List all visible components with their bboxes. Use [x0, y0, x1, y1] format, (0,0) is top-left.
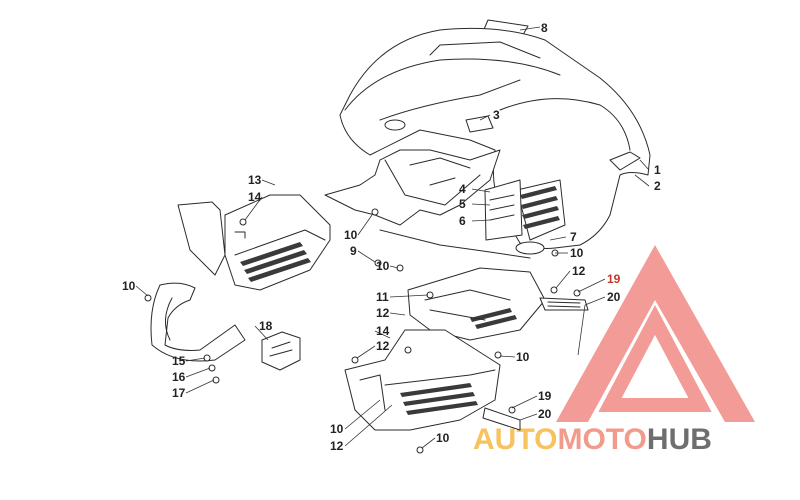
callout-10-a: 10 [570, 246, 584, 260]
callout-10-f: 10 [330, 422, 344, 436]
part-bracket [261, 331, 301, 371]
part-rear-fender [324, 27, 651, 259]
callout-20-a: 20 [607, 290, 621, 304]
callout-3: 3 [493, 108, 500, 122]
callout-19-b: 19 [538, 389, 552, 403]
callout-10-b: 10 [122, 279, 136, 293]
callout-4: 4 [459, 182, 466, 196]
part-left-footwell [177, 194, 331, 291]
callout-1: 1 [654, 163, 661, 177]
callout-2: 2 [654, 179, 661, 193]
callout-10-g: 10 [436, 431, 450, 445]
callout-5: 5 [459, 197, 466, 211]
callout-7: 7 [570, 230, 577, 244]
logo-triangle-icon [556, 245, 755, 422]
callout-11: 11 [376, 290, 389, 304]
watermark-logo: AUTOMOTOHUB [473, 245, 755, 456]
callout-14-a: 14 [248, 190, 262, 204]
part-right-footwell [407, 267, 546, 341]
part-lower-footwell [344, 329, 501, 431]
callout-18: 18 [259, 319, 273, 333]
part-footrest-lower [482, 407, 521, 431]
callout-13: 13 [248, 173, 262, 187]
callout-15: 15 [172, 354, 186, 368]
callout-16: 16 [172, 370, 186, 384]
callout-14-b: 14 [376, 324, 390, 338]
svg-text:AUTOMOTOHUB: AUTOMOTOHUB [473, 423, 712, 456]
logo-text-moto: MOTO [557, 423, 646, 456]
callout-8: 8 [541, 21, 548, 35]
part-footrest-upper [539, 297, 589, 311]
callout-10-c: 10 [344, 228, 358, 242]
callout-12-d: 12 [330, 439, 344, 453]
callout-9: 9 [350, 244, 357, 258]
callout-12-a: 12 [572, 264, 586, 278]
callout-10-e: 10 [516, 350, 530, 364]
callout-10-d: 10 [376, 259, 390, 273]
callout-19-a: 19 [607, 272, 621, 286]
fasteners [144, 208, 581, 454]
leader-lines [135, 26, 650, 449]
callout-12-b: 12 [376, 306, 390, 320]
callout-labels: 8 3 1 2 4 5 6 7 10 13 14 10 10 9 10 12 1… [122, 21, 661, 453]
logo-text-hub: HUB [647, 423, 712, 456]
callout-12-c: 12 [376, 339, 390, 353]
logo-inner-triangle-icon [598, 305, 712, 412]
callout-6: 6 [459, 214, 466, 228]
part-left-splash-guard [150, 282, 246, 362]
callout-17: 17 [172, 386, 186, 400]
callout-20-b: 20 [538, 407, 552, 421]
